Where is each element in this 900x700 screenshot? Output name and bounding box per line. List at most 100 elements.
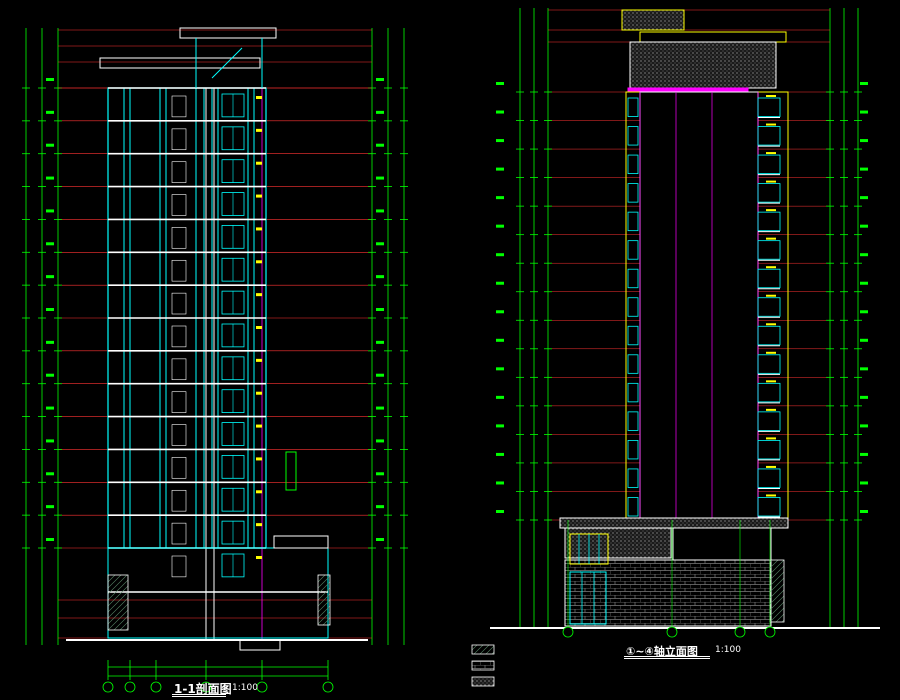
level-marker [860, 253, 868, 257]
level-marker [860, 338, 868, 342]
level-marker [46, 505, 54, 509]
window-frame [627, 268, 639, 289]
door-frame [171, 194, 187, 216]
level-marker [376, 406, 384, 410]
window-frame [627, 240, 639, 260]
window-frame [757, 325, 781, 346]
level-marker [496, 510, 504, 513]
legend-swatch-brick [471, 660, 495, 671]
level-tag [256, 161, 262, 165]
level-marker [376, 308, 384, 311]
grid-bubble [150, 681, 162, 693]
level-tag [256, 96, 262, 99]
window-frame [757, 382, 781, 403]
door-frame [171, 259, 187, 282]
level-marker [496, 281, 504, 285]
level-tag [256, 391, 262, 395]
roof-crown [621, 9, 685, 31]
level-marker [860, 110, 868, 114]
level-marker [46, 176, 54, 180]
stone-cladding [107, 574, 129, 631]
level-marker [46, 373, 54, 377]
level-tag [256, 128, 262, 132]
level-marker [46, 275, 54, 279]
level-marker [496, 424, 504, 428]
section-title-underline [172, 694, 226, 695]
level-marker [376, 143, 384, 147]
window-frame [757, 468, 781, 488]
level-marker [376, 176, 384, 180]
window-frame [627, 126, 639, 146]
level-marker [496, 338, 504, 342]
level-tag [256, 194, 262, 198]
stone-cladding [769, 559, 785, 623]
door-frame [171, 325, 187, 348]
level-tag [766, 351, 776, 354]
window-frame [757, 497, 781, 517]
stone-cladding [317, 574, 331, 626]
level-marker [376, 505, 384, 509]
level-marker [860, 224, 868, 228]
level-marker [860, 281, 868, 285]
level-tag [256, 260, 262, 264]
level-marker [46, 406, 54, 410]
level-marker [496, 167, 504, 171]
window-frame [757, 126, 781, 146]
window-frame [627, 325, 639, 346]
window-frame [757, 411, 781, 431]
section-marker [285, 451, 297, 491]
level-marker [46, 110, 54, 114]
level-marker [376, 275, 384, 279]
level-tag [766, 180, 776, 183]
podium-frame [107, 547, 329, 639]
roof-parapet [99, 57, 261, 69]
magenta-band [627, 87, 749, 93]
level-tag [766, 437, 776, 440]
section-title-underline-2 [172, 696, 226, 697]
level-marker [496, 367, 504, 371]
level-tag [766, 294, 776, 297]
roof-screen-wall [629, 41, 777, 89]
brick-base [564, 559, 772, 627]
level-marker [46, 242, 54, 246]
level-tag [256, 490, 262, 494]
level-tag [256, 227, 262, 231]
level-marker [496, 196, 504, 200]
level-tag [766, 123, 776, 126]
level-tag [766, 465, 776, 468]
level-tag [766, 266, 776, 269]
level-tag [766, 152, 776, 155]
level-marker [860, 510, 868, 513]
level-tag [766, 494, 776, 497]
door-frame [171, 489, 187, 512]
level-marker [376, 472, 384, 476]
level-tag [256, 457, 262, 461]
section-title: 1-1剖面图 [174, 682, 232, 696]
level-marker [496, 310, 504, 314]
door-frame [171, 391, 187, 413]
window-frame [627, 497, 639, 517]
elevation-drawing [471, 8, 880, 687]
level-marker [496, 139, 504, 143]
level-marker [46, 308, 54, 311]
grid-bubble [124, 681, 136, 693]
door-frame [171, 128, 187, 151]
level-tag [766, 408, 776, 411]
level-marker [46, 143, 54, 147]
window-frame [627, 97, 639, 117]
roof-stair [211, 47, 243, 79]
level-tag [766, 95, 776, 97]
level-marker [496, 110, 504, 114]
level-marker [860, 310, 868, 314]
window-frame [757, 97, 781, 117]
window-frame [627, 382, 639, 403]
door-frame [171, 457, 187, 479]
door-frame [171, 227, 187, 249]
level-marker [860, 196, 868, 200]
level-marker [496, 395, 504, 399]
level-marker [496, 253, 504, 257]
level-marker [860, 481, 868, 485]
window-frame [757, 268, 781, 289]
